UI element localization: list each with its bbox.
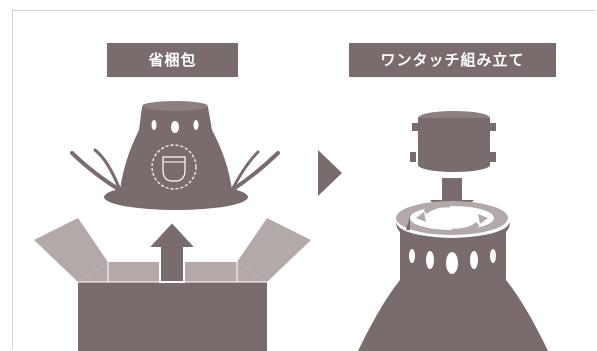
compact-packaging-label: 省梱包 — [107, 43, 238, 77]
compact-packaging-text: 省梱包 — [148, 51, 197, 69]
right-arrow-icon — [318, 150, 342, 196]
lampshade-assembled — [358, 201, 548, 351]
lampshade-flat-pack — [70, 101, 280, 210]
socket-part — [410, 111, 496, 172]
content-frame — [12, 10, 595, 349]
one-touch-assembly-label: ワンタッチ組み立て — [349, 43, 556, 77]
one-touch-assembly-text: ワンタッチ組み立て — [380, 51, 525, 69]
shipping-box — [34, 218, 311, 351]
up-arrow-icon — [145, 220, 199, 283]
